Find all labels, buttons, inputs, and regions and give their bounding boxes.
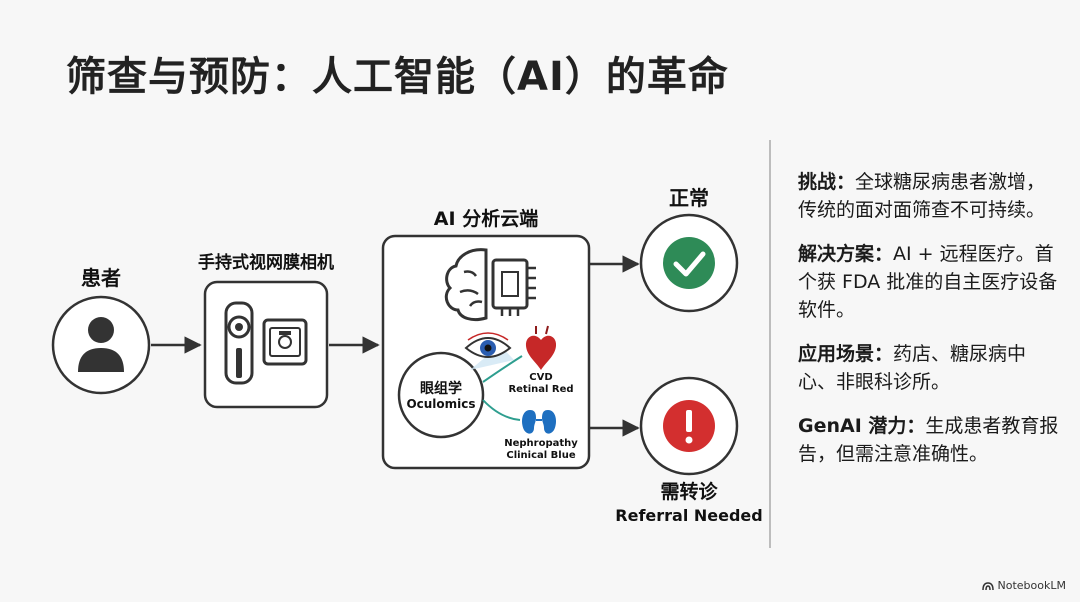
nephropathy-label: Nephropathy Clinical Blue — [504, 438, 578, 461]
brain-chip-icon — [444, 248, 536, 322]
oculomics-circle — [397, 351, 485, 439]
divider — [769, 140, 771, 548]
heart-icon — [525, 325, 557, 370]
notebooklm-logo-icon — [981, 581, 994, 590]
ai-cloud-node — [381, 234, 591, 470]
page-title: 筛查与预防：人工智能（AI）的革命 — [66, 54, 729, 100]
panel-item-challenge: 挑战：全球糖尿病患者激增，传统的面对面筛查不可持续。 — [798, 171, 1046, 221]
patient-label: 患者 — [81, 266, 121, 290]
camera-node — [203, 280, 329, 409]
kidney-icon — [522, 410, 556, 434]
eye-icon — [464, 332, 514, 370]
cloud-label: AI 分析云端 — [433, 208, 539, 230]
person-icon — [78, 317, 124, 372]
normal-label: 正常 — [669, 186, 709, 210]
normal-node — [639, 213, 739, 313]
info-panel: 挑战：全球糖尿病患者激增，传统的面对面筛查不可持续。 解决方案：AI + 远程医… — [798, 168, 1060, 484]
brand-watermark: NotebookLM — [981, 579, 1066, 592]
patient-node — [51, 295, 151, 395]
oculomics-cn-label: 眼组学 — [420, 381, 462, 397]
check-icon — [663, 237, 715, 289]
oculomics-en-label: Oculomics — [406, 397, 476, 411]
panel-item-genai: GenAI 潜力：生成患者教育报告，但需注意准确性。 — [798, 415, 1059, 465]
referral-label: 需转诊 Referral Needed — [615, 481, 763, 525]
referral-node — [639, 376, 739, 476]
panel-item-scenarios: 应用场景：药店、糖尿病中心、非眼科诊所。 — [798, 343, 1027, 393]
handheld-camera-icon — [224, 301, 308, 385]
camera-label: 手持式视网膜相机 — [198, 253, 334, 273]
cvd-label: CVD Retinal Red — [508, 372, 574, 395]
panel-item-solution: 解决方案：AI + 远程医疗。首个获 FDA 批准的自主医疗设备软件。 — [798, 243, 1058, 321]
